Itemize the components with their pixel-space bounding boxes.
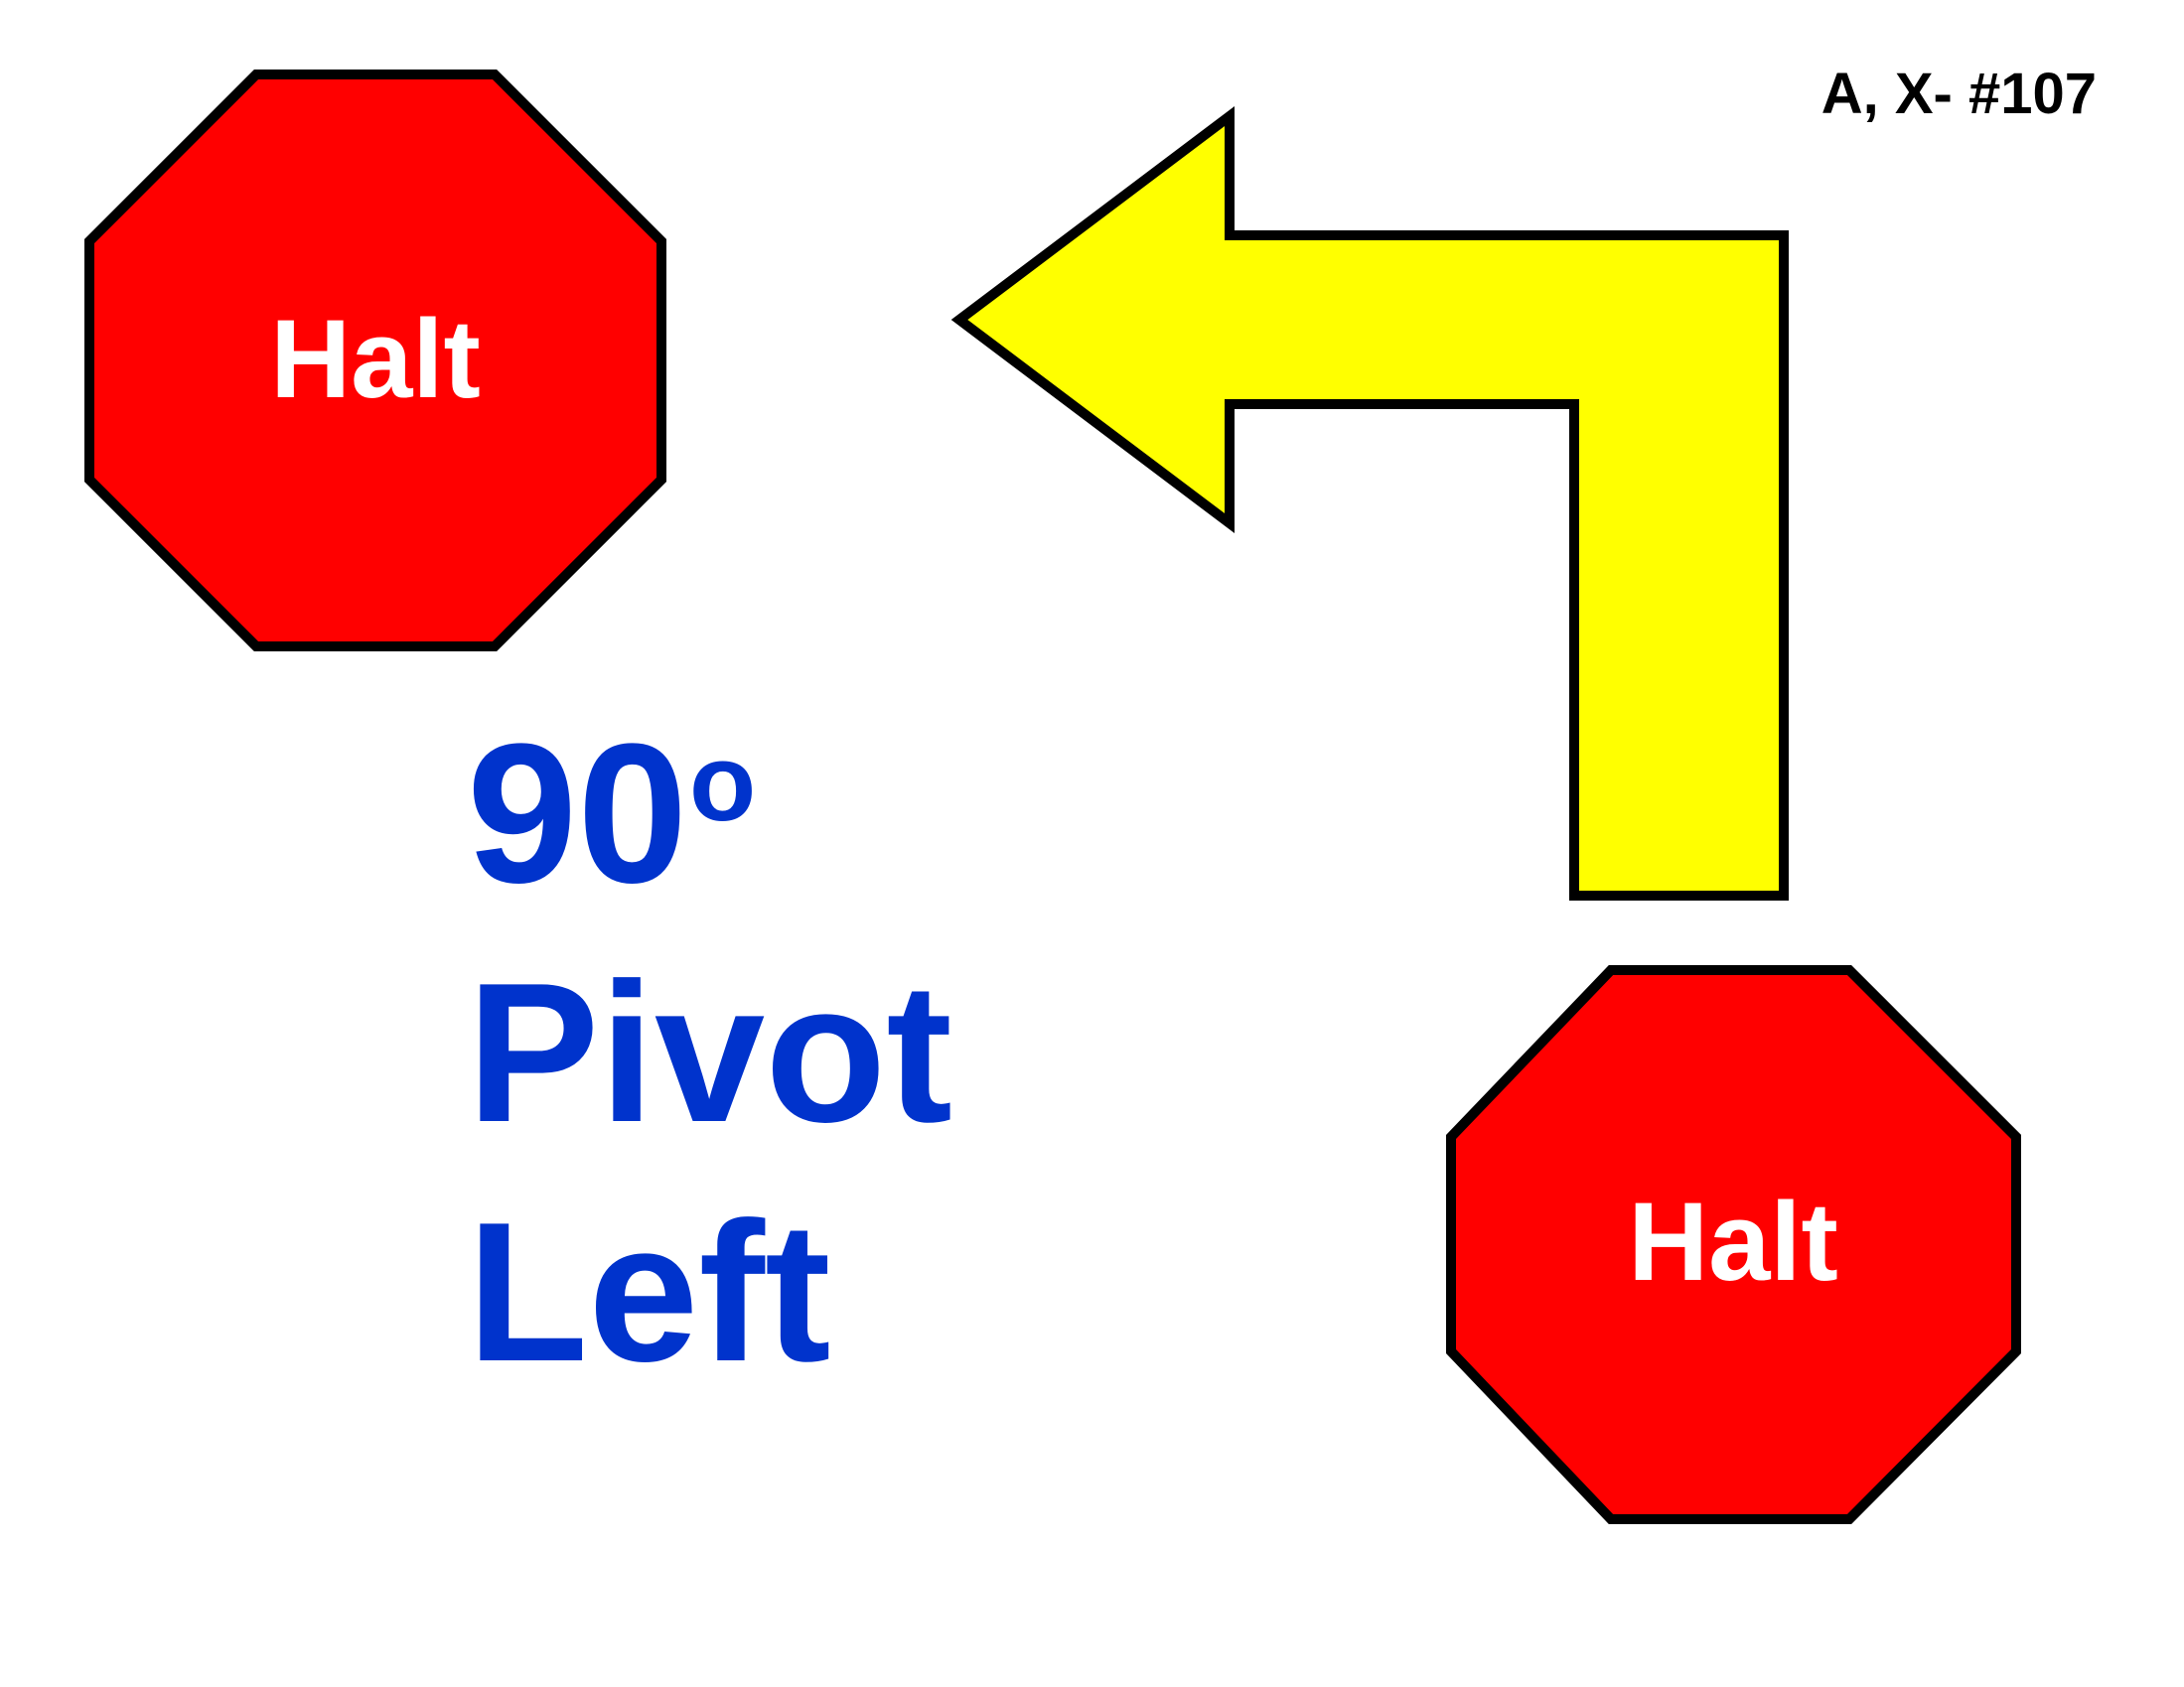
halt-sign-top-left: Halt xyxy=(84,70,666,651)
sign-code: A, X- #107 xyxy=(1821,62,2097,126)
halt-sign-bottom-right: Halt xyxy=(1446,965,2021,1524)
angle-value: 90 xyxy=(467,703,687,924)
degree-symbol: o xyxy=(689,722,756,844)
halt-label-top: Halt xyxy=(270,297,481,421)
maneuver-line-1: Pivot xyxy=(467,942,952,1164)
halt-octagon-icon xyxy=(1446,965,2021,1524)
left-turn-arrow-icon xyxy=(950,105,1789,901)
halt-label-bottom: Halt xyxy=(1628,1180,1838,1304)
maneuver-line-2: Left xyxy=(467,1182,831,1403)
halt-octagon-icon xyxy=(84,70,666,651)
